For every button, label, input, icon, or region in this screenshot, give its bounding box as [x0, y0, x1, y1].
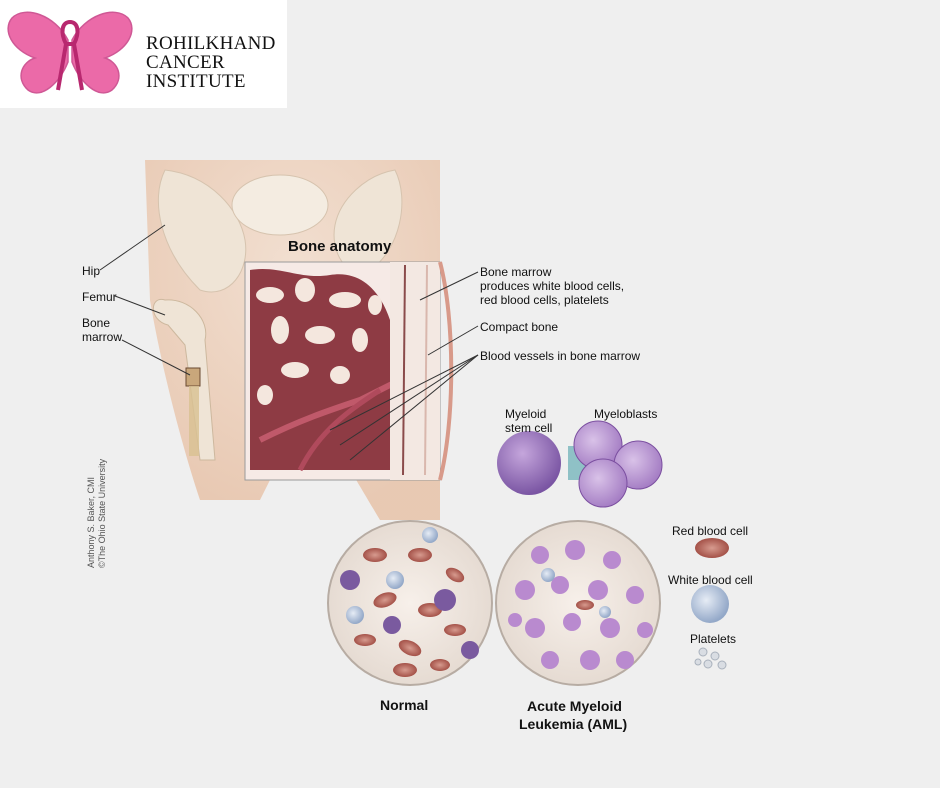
bone-marrow-label-1: Bone	[82, 316, 111, 330]
aml-blood-circle	[495, 520, 661, 686]
compact-bone-label: Compact bone	[480, 320, 559, 334]
logo-line-1: ROHILKHAND	[146, 33, 276, 54]
normal-label: Normal	[380, 697, 429, 713]
blood-vessels-label: Blood vessels in bone marrow	[480, 349, 641, 363]
logo-line-3: INSTITUTE	[146, 71, 246, 92]
logo-line-2: CANCER	[146, 52, 225, 73]
credit-line-2: ©The Ohio State University	[97, 458, 107, 568]
marrow-desc-1: Bone marrow	[480, 265, 552, 279]
wbc-label: White blood cell	[668, 573, 753, 587]
credit-line-1: Anthony S. Baker, CMI	[86, 476, 96, 568]
normal-blood-circle	[327, 520, 493, 686]
bone-marrow-label-2: marrow	[82, 330, 123, 344]
myeloid-label-2: stem cell	[505, 421, 553, 435]
butterfly-ribbon-icon	[7, 11, 133, 94]
myeloblasts-cluster	[573, 420, 663, 508]
platelets-icon	[694, 647, 727, 670]
platelets-label: Platelets	[690, 632, 737, 646]
leader-lines	[99, 224, 479, 461]
hip-label: Hip	[82, 264, 101, 278]
bone-anatomy-inset	[244, 261, 454, 481]
illustration-credit: Anthony S. Baker, CMI ©The Ohio State Un…	[86, 459, 108, 568]
marrow-desc-3: red blood cells, platelets	[480, 293, 609, 307]
marrow-desc-2: produces white blood cells,	[480, 279, 625, 293]
red-blood-cell-icon	[695, 538, 729, 558]
aml-label-1: Acute Myeloid	[527, 698, 622, 714]
myeloid-stem-cell	[497, 431, 561, 495]
myeloid-label-1: Myeloid	[505, 407, 547, 421]
rbc-label: Red blood cell	[672, 524, 749, 538]
aml-label-2: Leukemia (AML)	[519, 716, 628, 732]
white-blood-cell-icon	[691, 585, 729, 623]
myeloblasts-label: Myeloblasts	[594, 407, 658, 421]
femur-label: Femur	[82, 290, 117, 304]
logo-panel: ROHILKHAND CANCER INSTITUTE	[0, 0, 287, 108]
inset-title: Bone anatomy	[288, 238, 392, 255]
